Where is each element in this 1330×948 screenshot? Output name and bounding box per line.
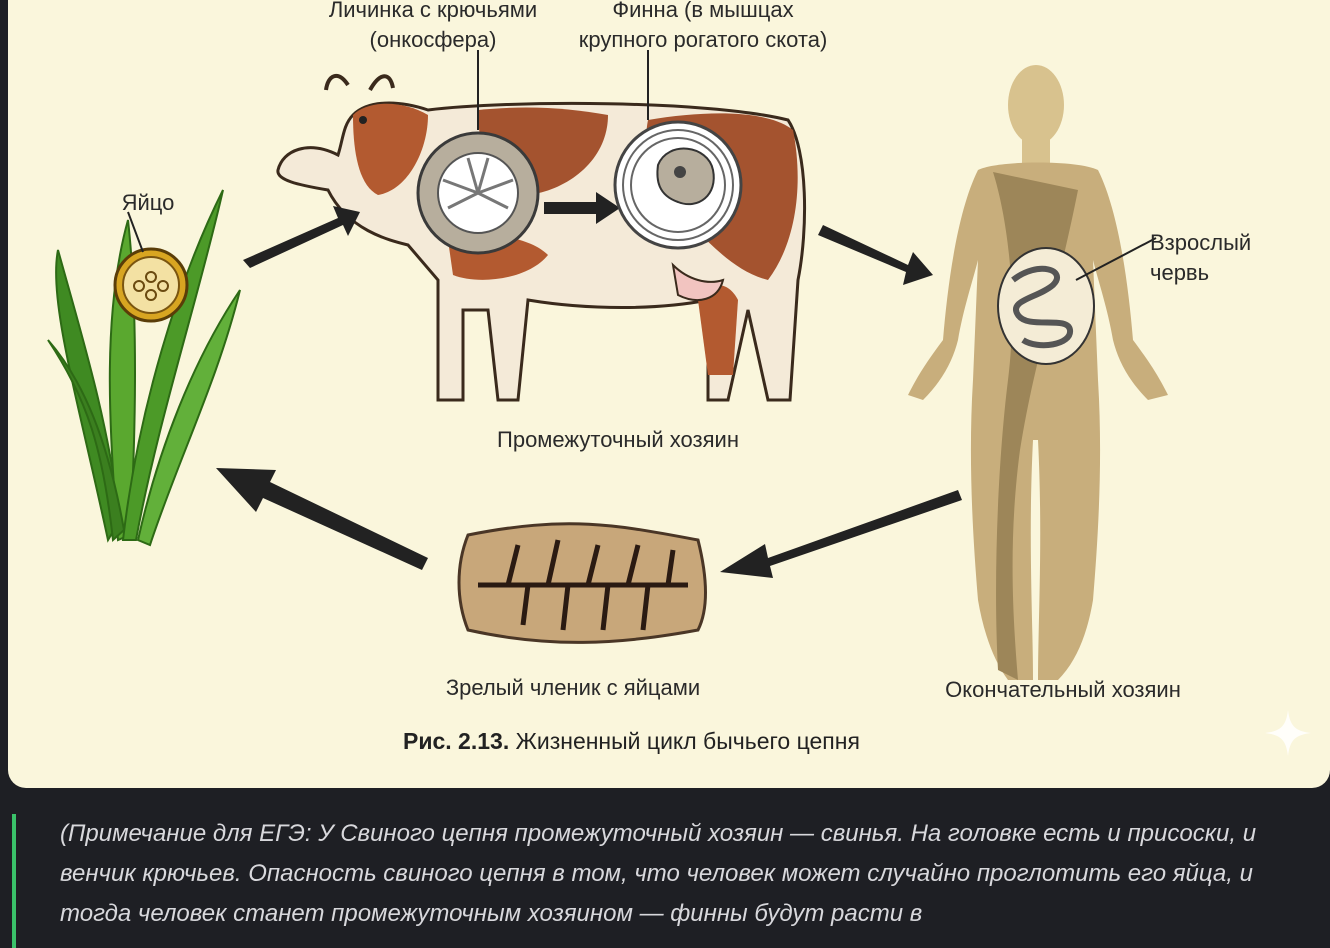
proglottid-illustration [459,524,706,643]
grass-illustration [48,190,240,545]
oncosphere-icon [418,133,538,253]
egg-icon [115,249,187,321]
final-host-label: Окончательный хозяин [888,675,1238,705]
intermediate-host-label: Промежуточный хозяин [448,425,788,455]
note-text: (Примечание для ЕГЭ: У Свиного цепня про… [60,814,1320,934]
adult-worm-label: Взрослый червь [1150,228,1280,288]
figure-caption: Рис. 2.13. Жизненный цикл бычьего цепня [403,728,860,755]
sparkle-icon [1263,708,1313,758]
egg-label: Яйцо [108,188,188,218]
human-illustration [908,65,1168,680]
larva-label: Личинка с крючьями (онкосфера) [298,0,568,55]
arrow-icon [216,468,428,570]
figure-card: Личинка с крючьями (онкосфера) Финна (в … [8,0,1330,788]
arrow-icon [720,490,962,578]
arrow-icon [818,225,933,285]
mature-segment-label: Зрелый членик с яйцами [388,673,758,703]
finna-label: Финна (в мышцах крупного рогатого скота) [553,0,853,55]
note-block: (Примечание для ЕГЭ: У Свиного цепня про… [12,814,1330,948]
note-accent-bar [12,814,16,948]
finna-icon [615,122,741,248]
life-cycle-illustration [8,0,1330,788]
arrow-icon [243,206,360,268]
cow-illustration [278,76,805,400]
